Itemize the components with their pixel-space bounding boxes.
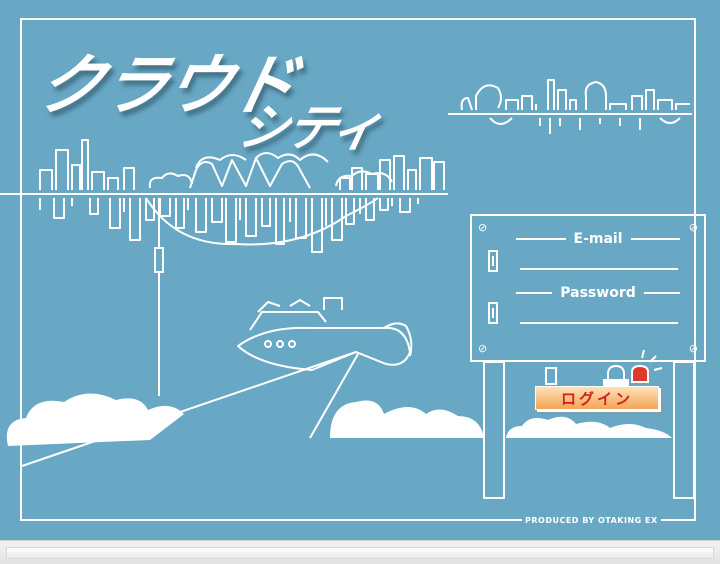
lock-slot-icon — [488, 250, 498, 272]
screw-icon: ⊘ — [478, 221, 488, 234]
bottom-bar — [0, 540, 720, 564]
password-label-text: Password — [560, 285, 636, 301]
button-mount — [545, 367, 557, 385]
email-label: E-mail — [516, 231, 681, 247]
email-label-text: E-mail — [573, 231, 623, 247]
login-button[interactable]: ログイン — [535, 386, 659, 410]
screw-icon: ⊘ — [688, 221, 698, 234]
lock-icon — [603, 364, 629, 387]
password-field[interactable] — [520, 304, 678, 324]
bottom-strip — [6, 547, 714, 559]
email-field[interactable] — [520, 250, 678, 270]
airship — [237, 297, 413, 371]
screw-icon: ⊘ — [688, 342, 698, 355]
skyline-city — [0, 139, 448, 253]
small-island — [448, 79, 692, 134]
app-title-line2: シティ — [232, 99, 387, 157]
credit-text: PRODUCED BY OTAKING EX — [522, 516, 661, 525]
anchor-cable — [154, 198, 164, 396]
password-label: Password — [516, 285, 681, 301]
alarm-light-icon — [631, 349, 663, 383]
screw-icon: ⊘ — [478, 342, 488, 355]
lock-slot-icon — [488, 302, 498, 324]
ramp — [21, 351, 359, 467]
login-signboard: ⊘ ⊘ ⊘ ⊘ E-mail Password — [470, 214, 706, 362]
clouds — [6, 393, 672, 446]
